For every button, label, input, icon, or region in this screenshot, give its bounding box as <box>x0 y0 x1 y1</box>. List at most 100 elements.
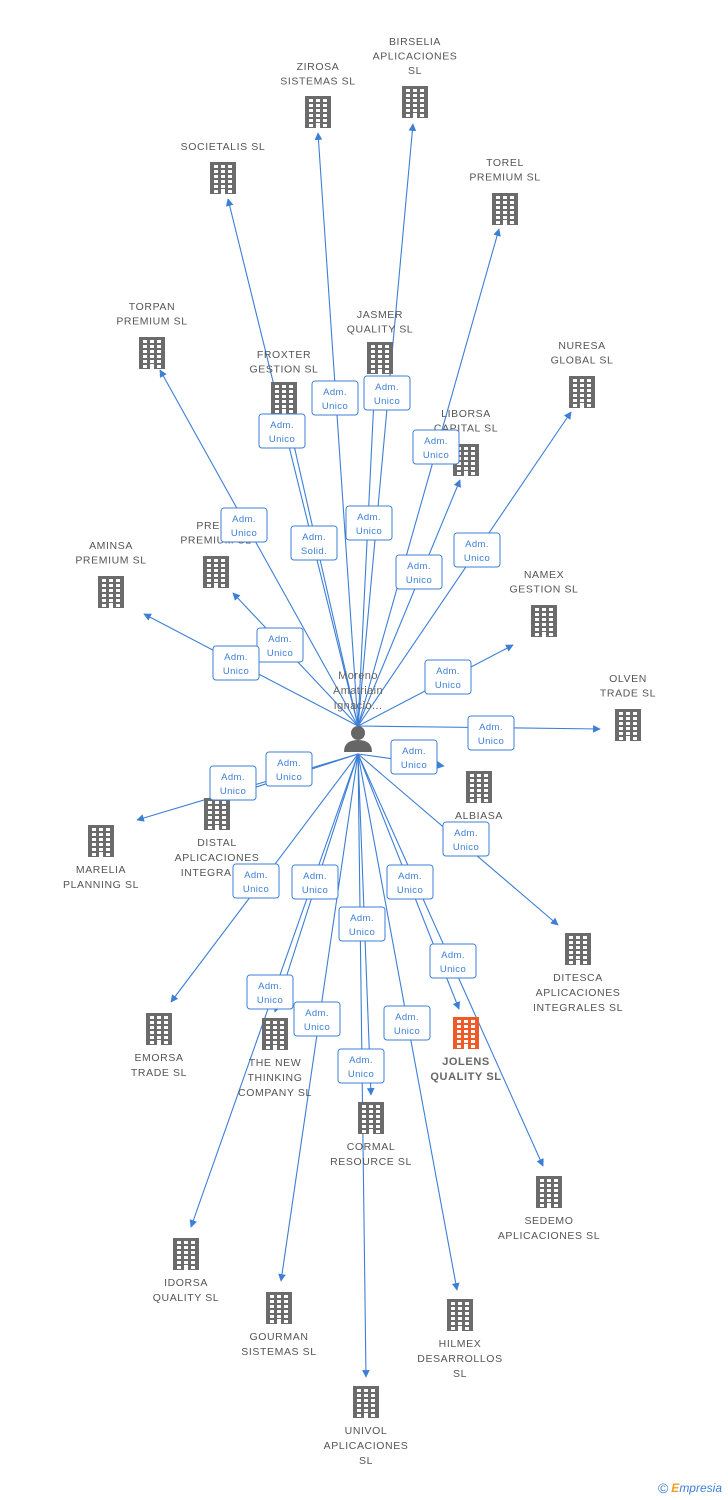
company-label: CORMAL <box>347 1141 396 1153</box>
role-badge-box <box>424 659 472 695</box>
role-badge-text: Unico <box>464 553 490 564</box>
role-badge-emorsa[interactable]: Adm.Unico <box>232 863 280 899</box>
role-badge-text: Unico <box>394 1026 420 1037</box>
role-badge-text: Adm. <box>268 634 292 645</box>
role-badge-hilmex[interactable]: Adm.Unico <box>383 1005 431 1041</box>
role-badge-text: Solid. <box>301 546 327 557</box>
edge-torpan <box>159 369 359 727</box>
company-label: APLICACIONES <box>175 852 260 864</box>
role-badge-text: Adm. <box>349 1055 373 1066</box>
company-node-societalis[interactable]: SOCIETALIS SL <box>181 141 266 194</box>
person-icon <box>344 726 372 752</box>
role-badge-froxter[interactable]: Adm. Solid. <box>290 525 338 561</box>
building-icon <box>88 825 114 857</box>
edge-societalis <box>225 198 359 727</box>
role-badge-nuresa[interactable]: Adm.Unico <box>453 532 501 568</box>
role-badge-birselia[interactable]: Adm.Unico <box>363 375 411 411</box>
role-badge-box <box>338 906 386 942</box>
role-badge-text: Adm. <box>436 666 460 677</box>
role-badge-text: Unico <box>267 648 293 659</box>
company-label: APLICACIONES SL <box>498 1230 600 1242</box>
role-badge-text: Adm. <box>398 871 422 882</box>
company-label: NURESA <box>558 340 605 352</box>
building-icon <box>305 96 331 128</box>
role-badge-presc[interactable]: Adm. Unico <box>256 627 304 663</box>
building-icon <box>139 337 165 369</box>
role-badge-box <box>246 974 294 1010</box>
company-label: GESTION SL <box>509 584 578 596</box>
role-badge-text: Adm. <box>302 532 326 543</box>
company-label: HILMEX <box>439 1338 482 1350</box>
brand-logo[interactable]: Empresia <box>671 1481 722 1495</box>
company-label: THE NEW <box>249 1057 302 1069</box>
building-icon <box>146 1013 172 1045</box>
role-badge-societalis[interactable]: Adm.Unico <box>258 413 306 449</box>
edge-nuresa <box>357 411 572 727</box>
role-badge-text: Unico <box>304 1022 330 1033</box>
role-badge-distal[interactable]: Adm.Unico <box>265 751 313 787</box>
role-badge-jasmer[interactable]: Adm.Unico <box>345 505 393 541</box>
role-badge-text: Unico <box>349 927 375 938</box>
role-badge-cormal[interactable]: Adm.Unico <box>338 906 386 942</box>
role-badge-univol[interactable]: Adm.Unico <box>337 1048 385 1084</box>
role-badge-text: Unico <box>478 736 504 747</box>
role-badge-torpan[interactable]: Adm.Unico <box>220 507 268 543</box>
role-badge-jolens[interactable]: Adm.Unico <box>429 943 477 979</box>
role-badge-box <box>220 507 268 543</box>
person-node[interactable]: MorenoAmatriainIgnacio... <box>333 670 383 752</box>
role-badge-sedemo[interactable]: Adm.Unico <box>386 864 434 900</box>
company-label: SL <box>359 1455 373 1467</box>
role-badge-thenew[interactable]: Adm.Unico <box>246 974 294 1010</box>
role-badge-torel[interactable]: Adm.Unico <box>412 429 460 465</box>
role-badge-zirosa[interactable]: Adm.Unico <box>311 380 359 416</box>
building-icon <box>536 1176 562 1208</box>
role-badge-text: Unico <box>435 680 461 691</box>
role-badge-namex[interactable]: Adm. Unico <box>424 659 472 695</box>
role-badge-text: Unico <box>302 885 328 896</box>
role-badge-text: Unico <box>220 786 246 797</box>
company-label: EMORSA <box>134 1052 183 1064</box>
company-label: QUALITY SL <box>347 324 414 336</box>
role-badge-text: Unico <box>401 760 427 771</box>
role-badge-idorsa[interactable]: Adm.Unico <box>291 864 339 900</box>
role-badge-liborsa[interactable]: Adm.Unico <box>395 554 443 590</box>
role-badge-olven[interactable]: Adm.Unico <box>467 715 515 751</box>
company-label: DISTAL <box>197 837 237 849</box>
role-badge-marelia[interactable]: Adm.Unico <box>209 765 257 801</box>
role-badge-text: Adm. <box>323 387 347 398</box>
role-badge-aminsa[interactable]: Adm.Unico <box>212 645 260 681</box>
role-badge-ditesca[interactable]: Adm.Unico <box>442 821 490 857</box>
role-badge-box <box>209 765 257 801</box>
edge-jasmer <box>357 377 379 727</box>
building-icon <box>565 933 591 965</box>
company-label: ALBIASA <box>455 810 503 822</box>
company-label: QUALITY SL <box>430 1071 501 1083</box>
role-badge-gourman[interactable]: Adm.Unico <box>293 1001 341 1037</box>
edge-froxter <box>285 418 359 727</box>
role-badge-albiasa[interactable]: Adm.Unico <box>390 739 438 775</box>
